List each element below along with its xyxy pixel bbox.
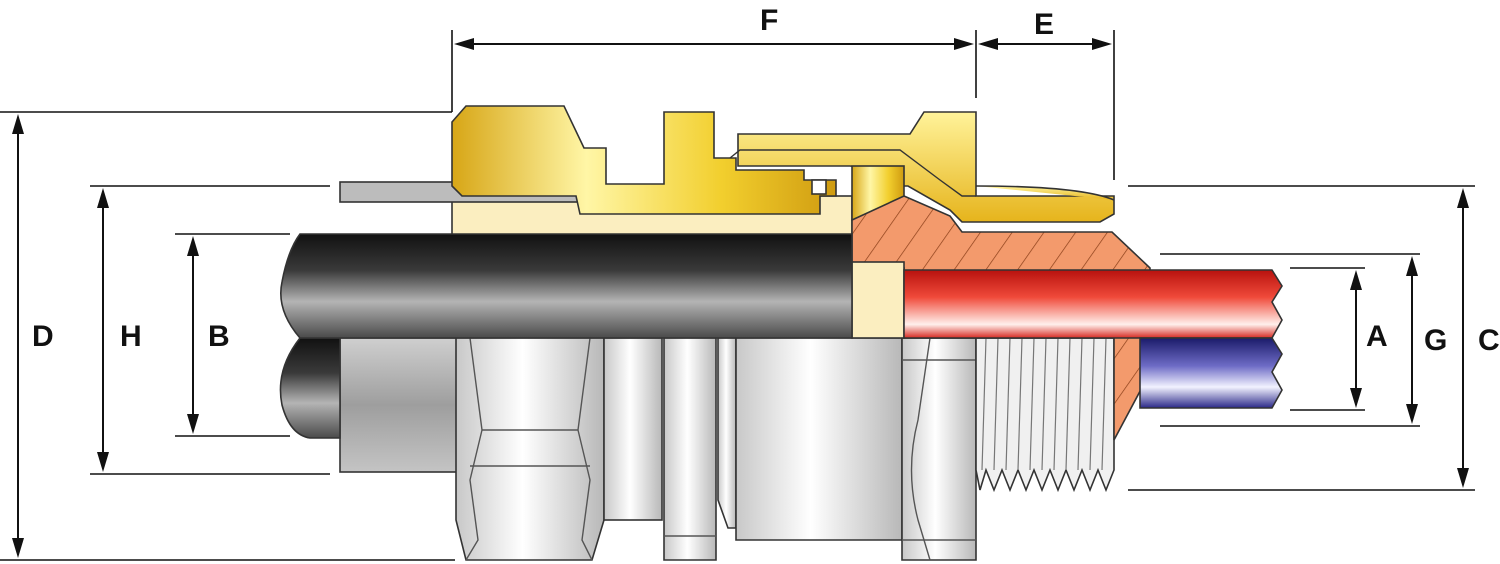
label-a: A [1366, 320, 1388, 353]
label-h: H [120, 320, 142, 353]
label-c: C [1478, 324, 1500, 357]
label-g: G [1424, 324, 1447, 357]
dimension-lines [0, 30, 1475, 561]
gland-body-lower [279, 337, 1115, 561]
dimension-labels: D H B F E A G C [32, 4, 1500, 357]
label-d: D [32, 320, 54, 353]
label-b: B [208, 320, 230, 353]
label-e: E [1034, 8, 1054, 41]
cable [280, 233, 1283, 409]
label-f: F [760, 4, 778, 37]
